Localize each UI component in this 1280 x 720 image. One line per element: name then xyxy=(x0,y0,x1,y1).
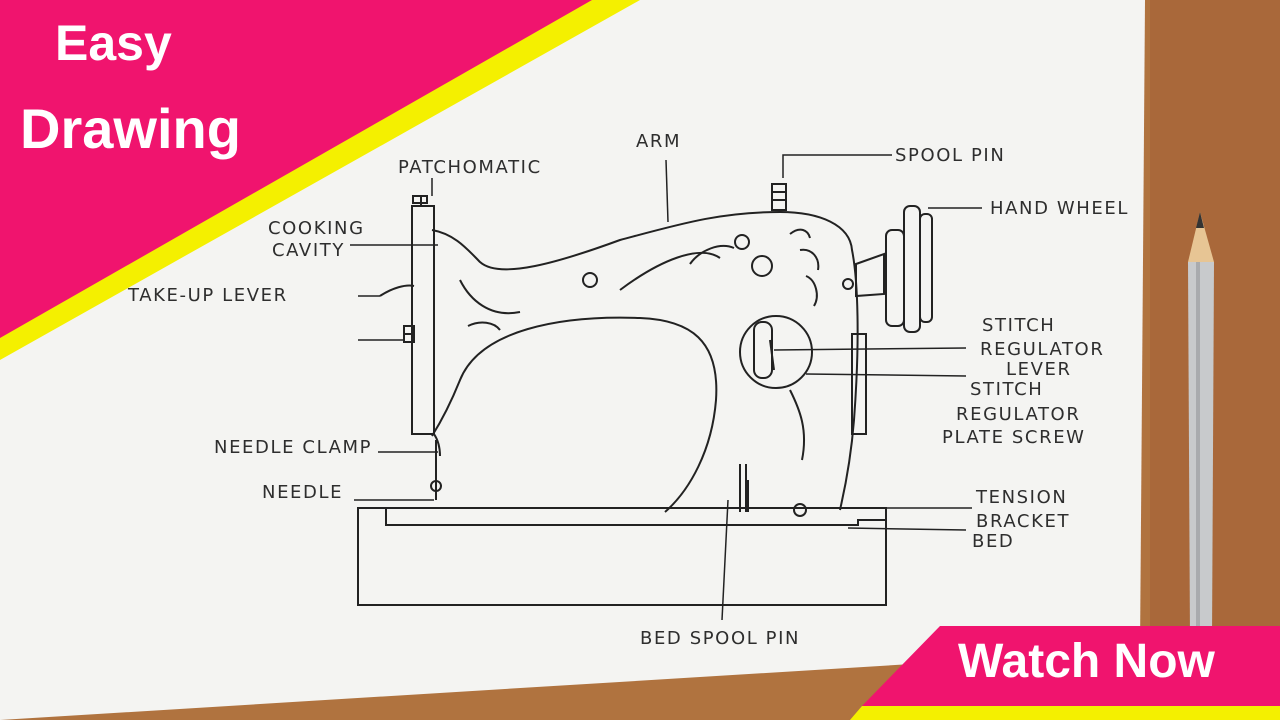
hand-wheel-hub xyxy=(855,252,885,298)
label-tension: TENSION xyxy=(975,487,1067,508)
label-plate-screw: PLATE SCREW xyxy=(942,427,1086,448)
label-patchomatic: PATCHOMATIC xyxy=(398,157,542,178)
flower-motif xyxy=(582,272,598,288)
label-regulator-1: REGULATOR xyxy=(980,339,1104,360)
label-spool-pin: SPOOL PIN xyxy=(895,145,1005,166)
watch-now-stripe xyxy=(850,706,1280,720)
banner-title-line2: Drawing xyxy=(20,97,241,160)
part-labels: ARM PATCHOMATIC SPOOL PIN HAND WHEEL COO… xyxy=(127,131,1129,649)
watch-now-background[interactable] xyxy=(862,626,1280,706)
label-bracket: BRACKET xyxy=(976,511,1070,532)
pencil-icon xyxy=(1188,212,1214,640)
label-needle: NEEDLE xyxy=(262,482,343,503)
banner-background xyxy=(0,0,592,338)
label-stitch-2: STITCH xyxy=(970,379,1043,400)
take-up-lever xyxy=(379,284,415,297)
label-stitch-1: STITCH xyxy=(982,315,1055,336)
label-bed: BED xyxy=(972,531,1014,552)
label-cavity: CAVITY xyxy=(272,240,345,261)
label-arm: ARM xyxy=(636,131,681,152)
arm-cavity xyxy=(431,316,718,513)
label-bed-spool-pin: BED SPOOL PIN xyxy=(640,628,800,649)
label-take-up-lever: TAKE-UP LEVER xyxy=(127,285,288,306)
machine-bed xyxy=(357,507,887,606)
wood-grain xyxy=(1150,0,1280,720)
label-cooking: COOKING xyxy=(268,218,365,239)
banner-title-line1: Easy xyxy=(55,15,172,71)
leader-lines xyxy=(350,154,982,621)
watch-now-button[interactable]: Watch Now xyxy=(958,635,1215,688)
sewing-machine xyxy=(357,183,933,606)
label-lever: LEVER xyxy=(1006,359,1072,380)
stitch-regulator-dial xyxy=(739,315,813,389)
machine-arm xyxy=(431,210,859,511)
label-hand-wheel: HAND WHEEL xyxy=(990,198,1129,219)
bed-inner-edge xyxy=(385,508,886,526)
spool-pin-shape xyxy=(771,183,787,211)
needle-bar-head xyxy=(411,205,435,435)
label-needle-clamp: NEEDLE CLAMP xyxy=(214,437,372,458)
label-regulator-2: REGULATOR xyxy=(956,404,1080,425)
tension-bracket-shape xyxy=(793,503,807,517)
